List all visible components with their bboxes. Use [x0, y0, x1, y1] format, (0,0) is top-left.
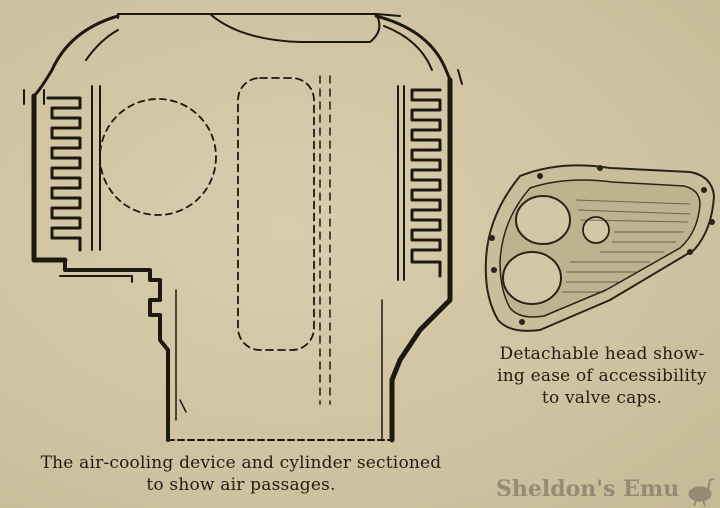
head-caption-line-3: to valve caps.: [541, 388, 663, 408]
emu-bird-icon: [688, 478, 715, 506]
head-caption-line-2: ing ease of accessibility: [497, 366, 707, 386]
head-caption: Detachable head show- ing ease of access…: [484, 343, 720, 409]
head-caption-line-1: Detachable head show-: [499, 344, 705, 364]
cylinder-caption-line-1: The air-cooling device and cylinder sect…: [40, 453, 442, 473]
watermark-text: Sheldon's Emu: [496, 476, 680, 502]
cylinder-caption-line-2: to show air passages.: [146, 475, 336, 495]
watermark: Sheldon's Emu: [496, 476, 720, 506]
cylinder-caption: The air-cooling device and cylinder sect…: [6, 452, 476, 496]
